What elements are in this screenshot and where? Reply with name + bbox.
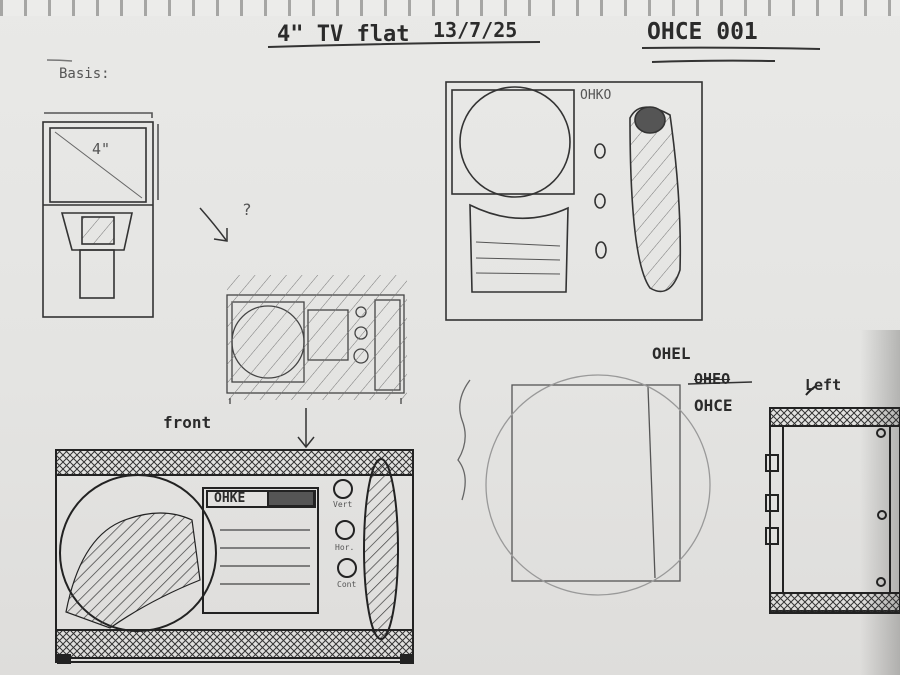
ohce-side-sketch	[457, 374, 753, 596]
cont-label: Cont	[337, 580, 357, 589]
spiral-binding	[0, 0, 900, 16]
page-shadow	[860, 330, 900, 675]
sheet-title: 4" TV flat	[277, 22, 410, 47]
ohce-label: OHCE	[694, 396, 733, 415]
ohke-display-label: OHKE	[214, 491, 246, 506]
oheo-struck-label: OHEO	[694, 370, 731, 388]
model-code: OHCE 001	[647, 19, 758, 45]
front-view-sketch	[55, 449, 414, 664]
title-underline	[267, 41, 821, 63]
ohko-label: OHKO	[580, 88, 612, 103]
left-view-sketch	[765, 385, 900, 614]
basis-label: Basis:	[59, 66, 110, 82]
down-arrow-sketch	[199, 207, 228, 242]
ohel-label: OHEL	[652, 344, 691, 363]
hatched-tv-sketch	[226, 275, 407, 404]
screen-size-label: 4"	[92, 140, 111, 158]
vert-label: Vert	[333, 500, 353, 509]
hor-label: Hor.	[335, 543, 355, 552]
left-label: Left	[805, 376, 842, 394]
down-arrow-sketch	[297, 408, 315, 449]
ohko-tv-sketch	[445, 81, 703, 321]
question-mark: ?	[242, 200, 252, 219]
front-label: front	[163, 413, 212, 432]
basis-tv-sketch	[42, 59, 159, 318]
sheet-date: 13/7/25	[433, 18, 518, 42]
